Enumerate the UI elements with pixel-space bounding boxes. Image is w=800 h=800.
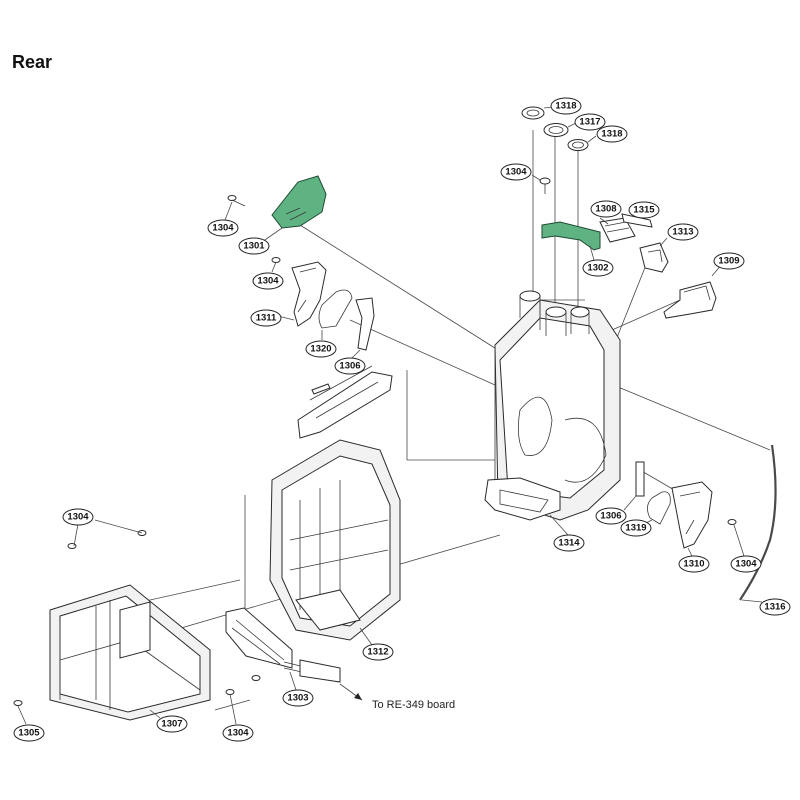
callout-1306-right: 1306 (595, 507, 627, 525)
svg-text:1304: 1304 (227, 728, 249, 739)
callout-1304-top: 1304 (500, 163, 532, 181)
callout-1318-top: 1318 (550, 97, 582, 115)
latch-1313 (639, 242, 669, 273)
callout-1312: 1312 (362, 643, 394, 661)
callout-1315: 1315 (628, 201, 660, 219)
callout-1304-mid-left: 1304 (252, 272, 284, 290)
callout-1313: 1313 (667, 223, 699, 241)
screw-1305 (13, 700, 23, 706)
switch-1308 (599, 217, 636, 243)
spring-1319 (647, 491, 671, 525)
callout-1309: 1309 (713, 252, 745, 270)
callout-1314: 1314 (553, 534, 585, 552)
svg-text:1312: 1312 (367, 647, 388, 658)
svg-text:1320: 1320 (310, 344, 331, 355)
svg-text:1319: 1319 (625, 523, 646, 534)
button-1309 (663, 281, 717, 319)
callout-1304-left-a: 1304 (62, 508, 94, 526)
callout-1318-lower: 1318 (596, 125, 628, 143)
callout-1304-bottom: 1304 (222, 724, 254, 742)
page-title: Rear (12, 52, 53, 72)
screw-1304-bottom (225, 689, 235, 695)
callout-1319: 1319 (620, 519, 652, 537)
main-frame (484, 290, 621, 521)
svg-text:1303: 1303 (287, 693, 308, 704)
svg-text:1311: 1311 (256, 313, 277, 324)
pin-1306-right (635, 461, 645, 497)
spring-1320 (318, 289, 353, 329)
bracket-1311 (291, 261, 327, 327)
svg-text:1304: 1304 (735, 559, 757, 570)
svg-text:1304: 1304 (67, 512, 89, 523)
cylinder-center (545, 306, 567, 336)
svg-text:1304: 1304 (212, 223, 234, 234)
pin-1306-left (355, 297, 375, 351)
callout-1311: 1311 (250, 309, 282, 327)
cable-1316 (739, 444, 777, 601)
screw-1304-right (727, 519, 737, 525)
callout-1306-left: 1306 (334, 357, 366, 375)
callout-1301: 1301 (238, 237, 270, 255)
board-1301 (271, 175, 327, 229)
svg-text:1308: 1308 (595, 204, 616, 215)
connector-board-1303 (225, 607, 341, 683)
cylinder-left (519, 290, 541, 318)
svg-text:1317: 1317 (579, 117, 600, 128)
svg-text:1306: 1306 (339, 361, 360, 372)
svg-text:1316: 1316 (764, 602, 785, 613)
callout-1305: 1305 (13, 724, 45, 742)
svg-text:1310: 1310 (683, 559, 704, 570)
svg-text:1313: 1313 (672, 227, 693, 238)
screw-1304-top (539, 177, 551, 194)
callout-1316: 1316 (759, 598, 791, 616)
callout-1317: 1317 (574, 113, 606, 131)
ring-1317 (543, 123, 569, 137)
svg-text:1314: 1314 (558, 538, 580, 549)
callout-1308: 1308 (590, 200, 622, 218)
callout-1303: 1303 (282, 689, 314, 707)
callout-1302: 1302 (582, 259, 614, 277)
svg-text:1307: 1307 (161, 719, 182, 730)
cover-1307 (49, 584, 211, 721)
ring-1318-lower (567, 139, 589, 151)
bracket-1310 (671, 481, 713, 549)
screw-1304-mid-left (271, 257, 281, 263)
note-to-re349-board: To RE-349 board (372, 699, 455, 711)
bracket-1302 (541, 221, 601, 251)
cylinder-right (570, 306, 590, 334)
svg-text:1302: 1302 (587, 263, 608, 274)
svg-text:1305: 1305 (18, 728, 40, 739)
svg-text:1306: 1306 (600, 511, 621, 522)
callout-1304-upper-left: 1304 (207, 219, 239, 237)
callout-1310: 1310 (678, 555, 710, 573)
svg-text:1304: 1304 (505, 167, 527, 178)
inner-frame-1312 (269, 439, 401, 641)
svg-text:1304: 1304 (257, 276, 279, 287)
svg-text:1309: 1309 (718, 256, 739, 267)
screw-1304-bottom-center (251, 675, 261, 681)
ring-1318-top (521, 106, 545, 120)
callout-1307: 1307 (156, 715, 188, 733)
svg-text:1301: 1301 (243, 241, 265, 252)
callout-1304-right: 1304 (730, 555, 762, 573)
svg-text:1318: 1318 (555, 101, 576, 112)
screw-1304-upper-left (227, 195, 246, 207)
screw-1304-left-b (67, 543, 77, 549)
svg-text:1318: 1318 (601, 129, 622, 140)
callout-1320: 1320 (305, 340, 337, 358)
arrow-to-board (339, 683, 363, 701)
svg-text:1315: 1315 (633, 205, 655, 216)
slider-part (297, 365, 393, 439)
